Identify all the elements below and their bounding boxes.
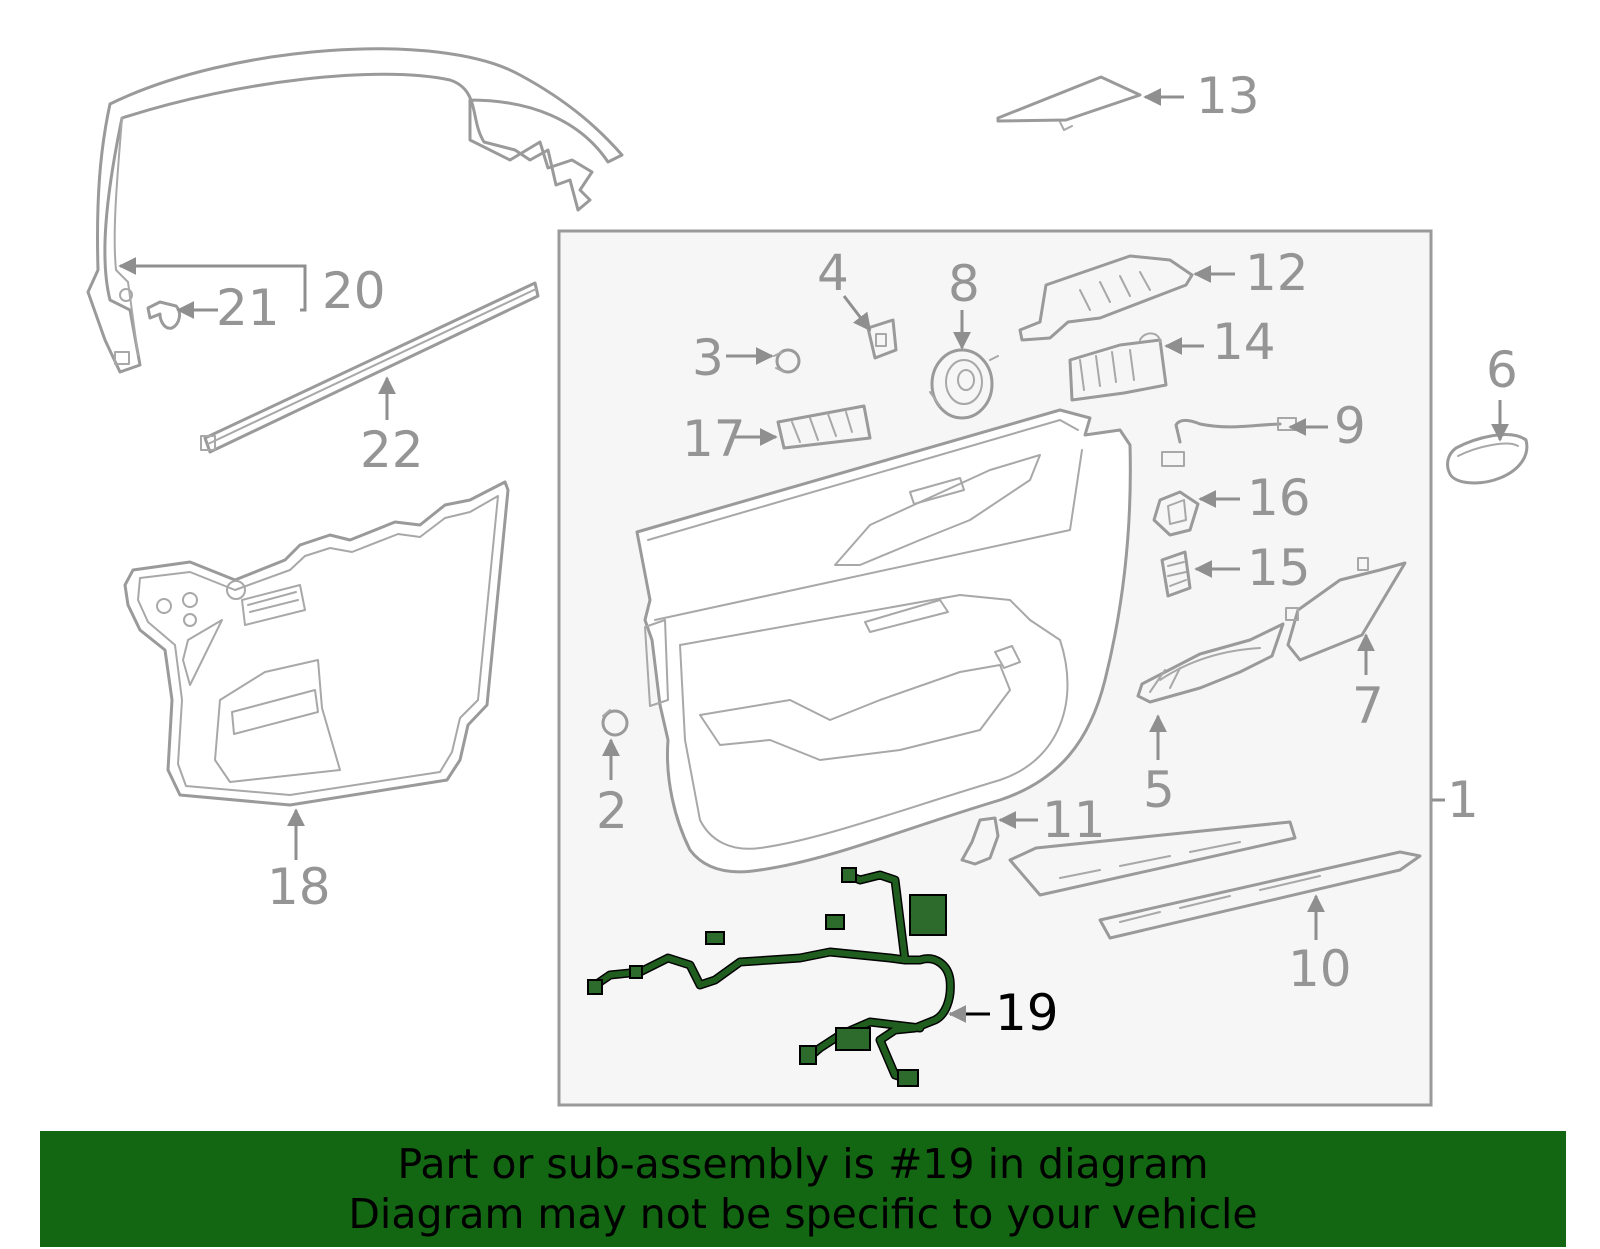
part-21-clip[interactable] bbox=[146, 300, 181, 330]
label-18: 18 bbox=[267, 858, 331, 916]
label-4: 4 bbox=[817, 244, 849, 302]
parts-diagram: 13 20 21 22 18 3 4 8 12 14 6 9 16 15 17 … bbox=[86, 47, 1529, 1107]
label-1: 1 bbox=[1447, 771, 1479, 829]
label-14: 14 bbox=[1212, 313, 1276, 371]
label-22: 22 bbox=[360, 421, 424, 479]
banner-line-1: Part or sub-assembly is #19 in diagram bbox=[397, 1140, 1209, 1188]
label-7: 7 bbox=[1352, 677, 1384, 735]
part-12-switch-bezel[interactable] bbox=[1018, 254, 1194, 342]
label-12: 12 bbox=[1245, 244, 1309, 302]
part-8-speaker[interactable] bbox=[929, 348, 999, 420]
label-3: 3 bbox=[692, 329, 724, 387]
part-13-trim-cover[interactable] bbox=[996, 75, 1142, 131]
label-9: 9 bbox=[1334, 397, 1366, 455]
part-20-frame-molding[interactable] bbox=[86, 47, 624, 374]
label-5: 5 bbox=[1143, 761, 1175, 819]
label-2: 2 bbox=[596, 782, 628, 840]
part-1-door-trim-panel[interactable] bbox=[635, 408, 1132, 874]
part-11-bracket[interactable] bbox=[960, 816, 1000, 866]
part-5-handle[interactable] bbox=[1136, 622, 1285, 704]
label-10: 10 bbox=[1288, 940, 1352, 998]
part-19-wiring-harness[interactable] bbox=[587, 867, 955, 1087]
label-8: 8 bbox=[948, 255, 980, 313]
label-16: 16 bbox=[1247, 469, 1311, 527]
label-19: 19 bbox=[995, 984, 1059, 1042]
label-13: 13 bbox=[1196, 67, 1260, 125]
label-21: 21 bbox=[216, 279, 280, 337]
part-6-bezel[interactable] bbox=[1446, 433, 1529, 485]
part-7-grille[interactable] bbox=[1285, 557, 1407, 662]
part-3-push-pin[interactable] bbox=[773, 348, 801, 374]
part-17-switch[interactable] bbox=[776, 404, 872, 450]
leader-arrows bbox=[120, 88, 1509, 1023]
info-banner: Part or sub-assembly is #19 in diagram D… bbox=[40, 1131, 1566, 1247]
label-6: 6 bbox=[1486, 341, 1518, 399]
banner-line-2: Diagram may not be specific to your vehi… bbox=[348, 1190, 1258, 1238]
part-2-clip[interactable] bbox=[601, 709, 629, 737]
part-22-weatherstrip[interactable] bbox=[200, 281, 540, 454]
part-14-window-switch[interactable] bbox=[1068, 332, 1168, 402]
part-10-reinforcements[interactable] bbox=[1008, 820, 1422, 940]
label-11: 11 bbox=[1042, 791, 1106, 849]
label-15: 15 bbox=[1247, 539, 1311, 597]
part-18-door-panel-insulator[interactable] bbox=[123, 480, 510, 807]
part-16-insert[interactable] bbox=[1152, 490, 1200, 537]
label-20: 20 bbox=[322, 262, 386, 320]
part-15-reflector[interactable] bbox=[1160, 550, 1192, 598]
label-17: 17 bbox=[682, 410, 746, 468]
callout-labels: 13 20 21 22 18 3 4 8 12 14 6 9 16 15 17 … bbox=[216, 67, 1518, 1042]
part-4-retainer[interactable] bbox=[866, 318, 898, 360]
